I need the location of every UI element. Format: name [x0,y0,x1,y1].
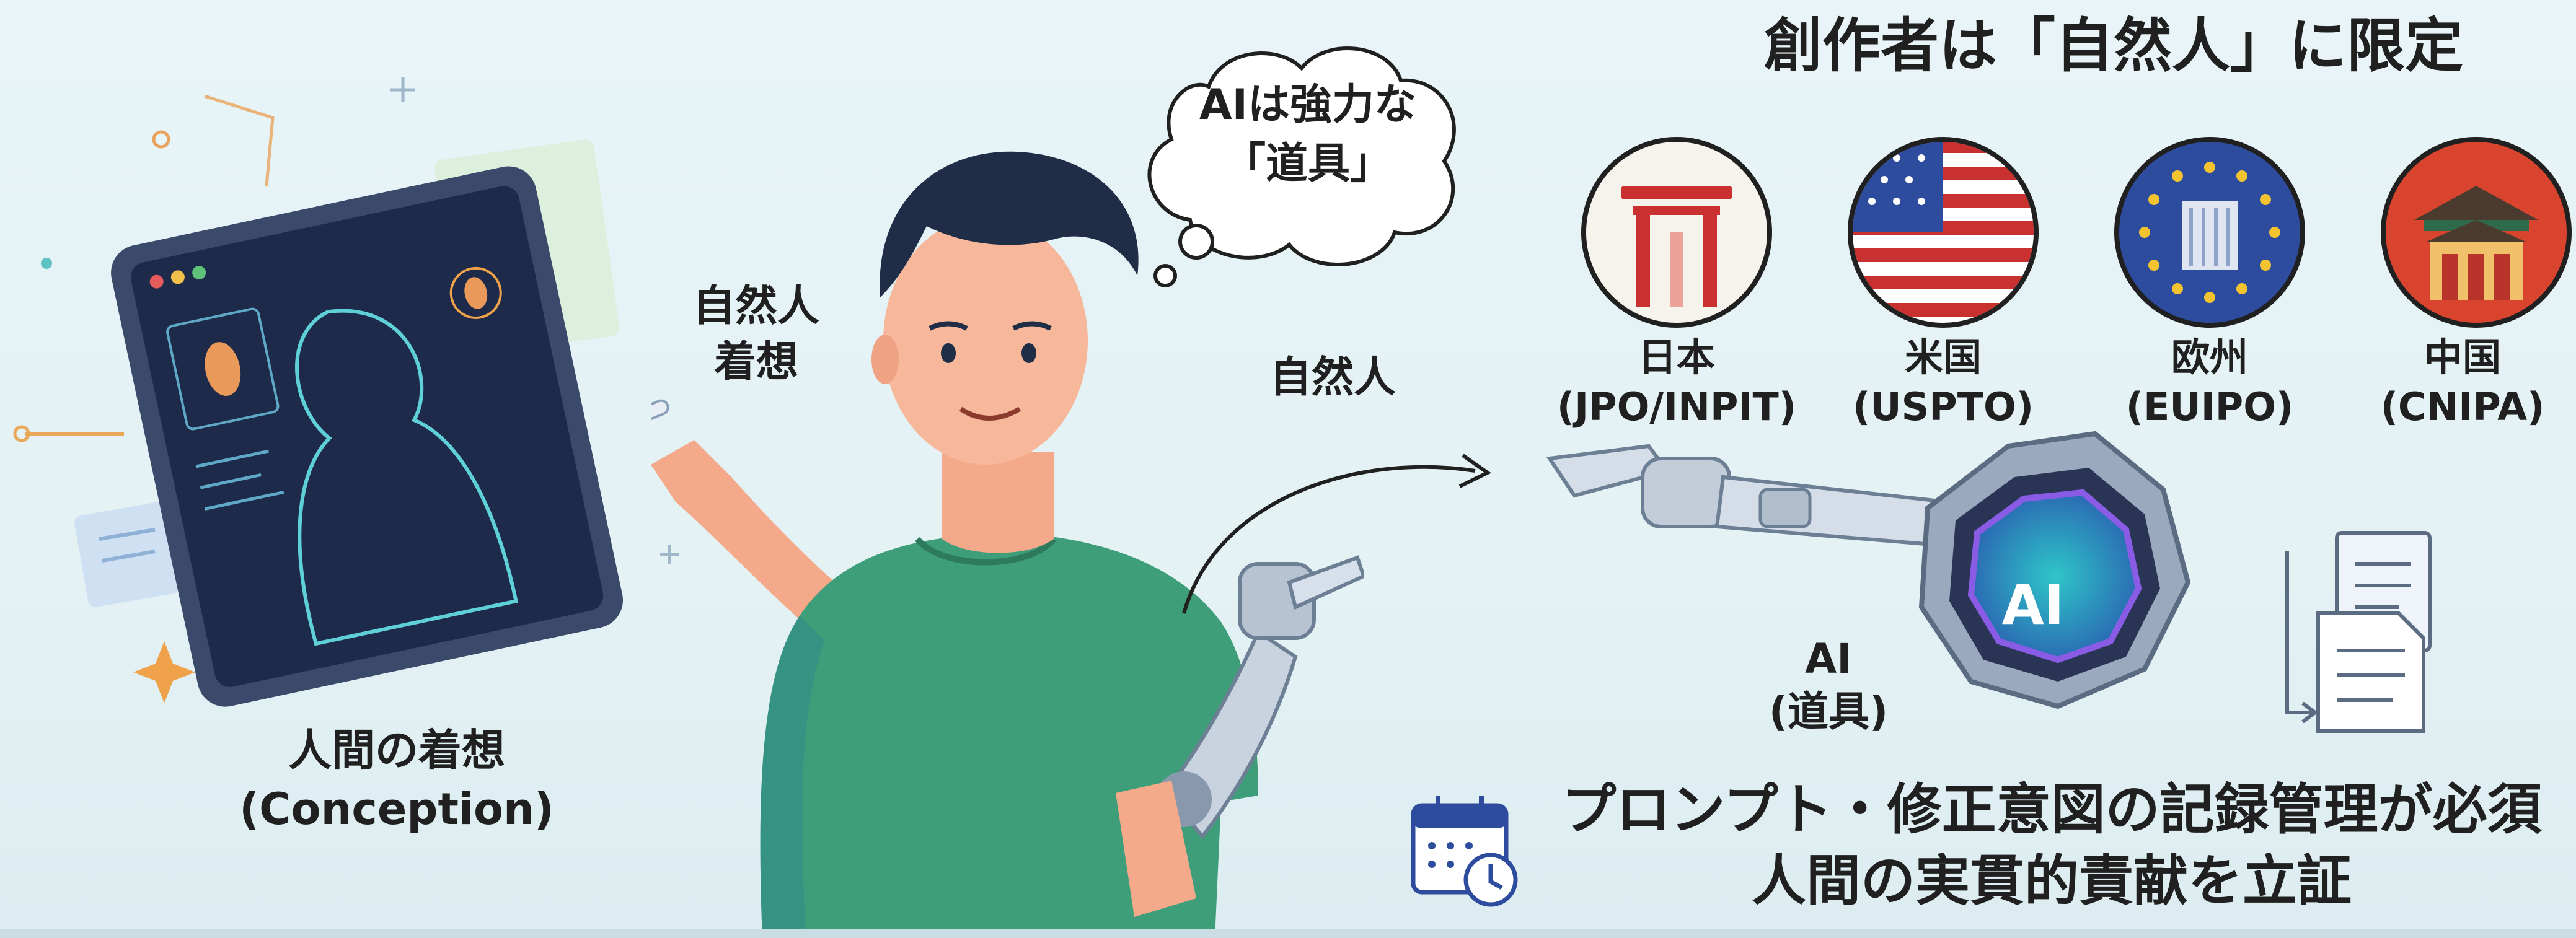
office-name-eu: 欧州 [2171,335,2248,380]
thought-bubble-line1: AIは強力な [1199,81,1416,129]
documents-icon [2285,531,2432,733]
natural-person-conception-line1: 自然人 [692,282,819,331]
calendar-clock-icon [1411,796,1518,907]
robot-arm-illustration [1546,431,2191,709]
office-code-eu: (EUIPO) [2125,384,2294,429]
thought-bubble-line2: 「道具」 [1223,139,1392,188]
person-illustration [651,151,1364,938]
office-code-japan: (JPO/INPIT) [1556,384,1797,429]
office-name-japan: 日本 [1638,335,1715,380]
bottom-divider [0,929,2576,938]
thought-bubble [1147,46,1456,287]
natural-person-arrow-label: 自然人 [1269,353,1396,402]
office-code-usa: (USPTO) [1852,384,2034,429]
office-name-usa: 米国 [1904,335,1982,380]
us-flag-icon [1848,137,2039,328]
ai-label-line2: (道具) [1768,688,1889,735]
eu-flag-icon [2114,137,2305,328]
ai-chip-text: AI [2001,573,2065,637]
office-code-china: (CNIPA) [2380,384,2545,429]
curved-arrow-icon [1182,454,1491,614]
decorative-sparkles-icon [390,77,679,564]
torii-gate-icon [1581,137,1772,328]
page-title: 創作者は「自然人」に限定 [1763,12,2463,80]
chinese-palace-icon [2381,137,2572,328]
human-conception-line1: 人間の着想 [288,725,505,776]
natural-person-conception-line2: 着想 [713,338,798,387]
record-note-line1: プロンプト・修正意図の記録管理が必須 [1561,778,2542,841]
office-name-china: 中国 [2424,335,2501,380]
ai-label-line1: AI [1805,635,1852,683]
record-note-line2: 人間の実貫的責献を立証 [1751,849,2352,913]
human-conception-line2: (Conception) [239,784,554,835]
tablet-illustration [13,77,679,707]
